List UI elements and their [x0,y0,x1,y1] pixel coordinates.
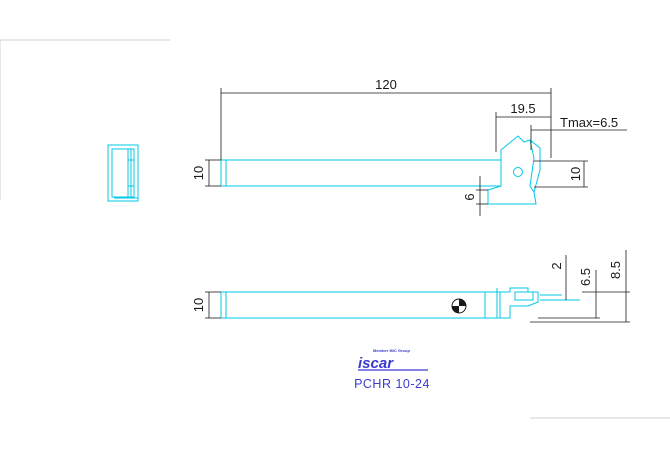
dim-insert-offset: 6 [462,193,477,200]
logo-tagline: Member IMC Group [373,348,410,353]
brand-logo: Member IMC Group iscar [358,348,428,372]
dim-head-height: 10 [568,167,583,181]
logo-brand: iscar [358,355,394,372]
dim-head-length: 19.5 [510,101,535,116]
center-mark-icon [451,298,467,314]
dim-tmax: Tmax=6.5 [560,115,618,130]
dim-shank-height-top: 10 [191,166,206,180]
dimension-lines [205,88,630,323]
dim-6-5: 6.5 [578,268,593,286]
end-view [107,144,139,202]
dim-8-5: 8.5 [608,261,623,279]
dim-2: 2 [549,262,564,269]
side-view [220,287,580,319]
part-number-caption: PCHR 10-24 [354,377,430,391]
sheet-frame [0,39,670,419]
dim-overall-length: 120 [375,77,397,92]
top-view [220,135,541,205]
dim-shank-height-bottom: 10 [191,298,206,312]
